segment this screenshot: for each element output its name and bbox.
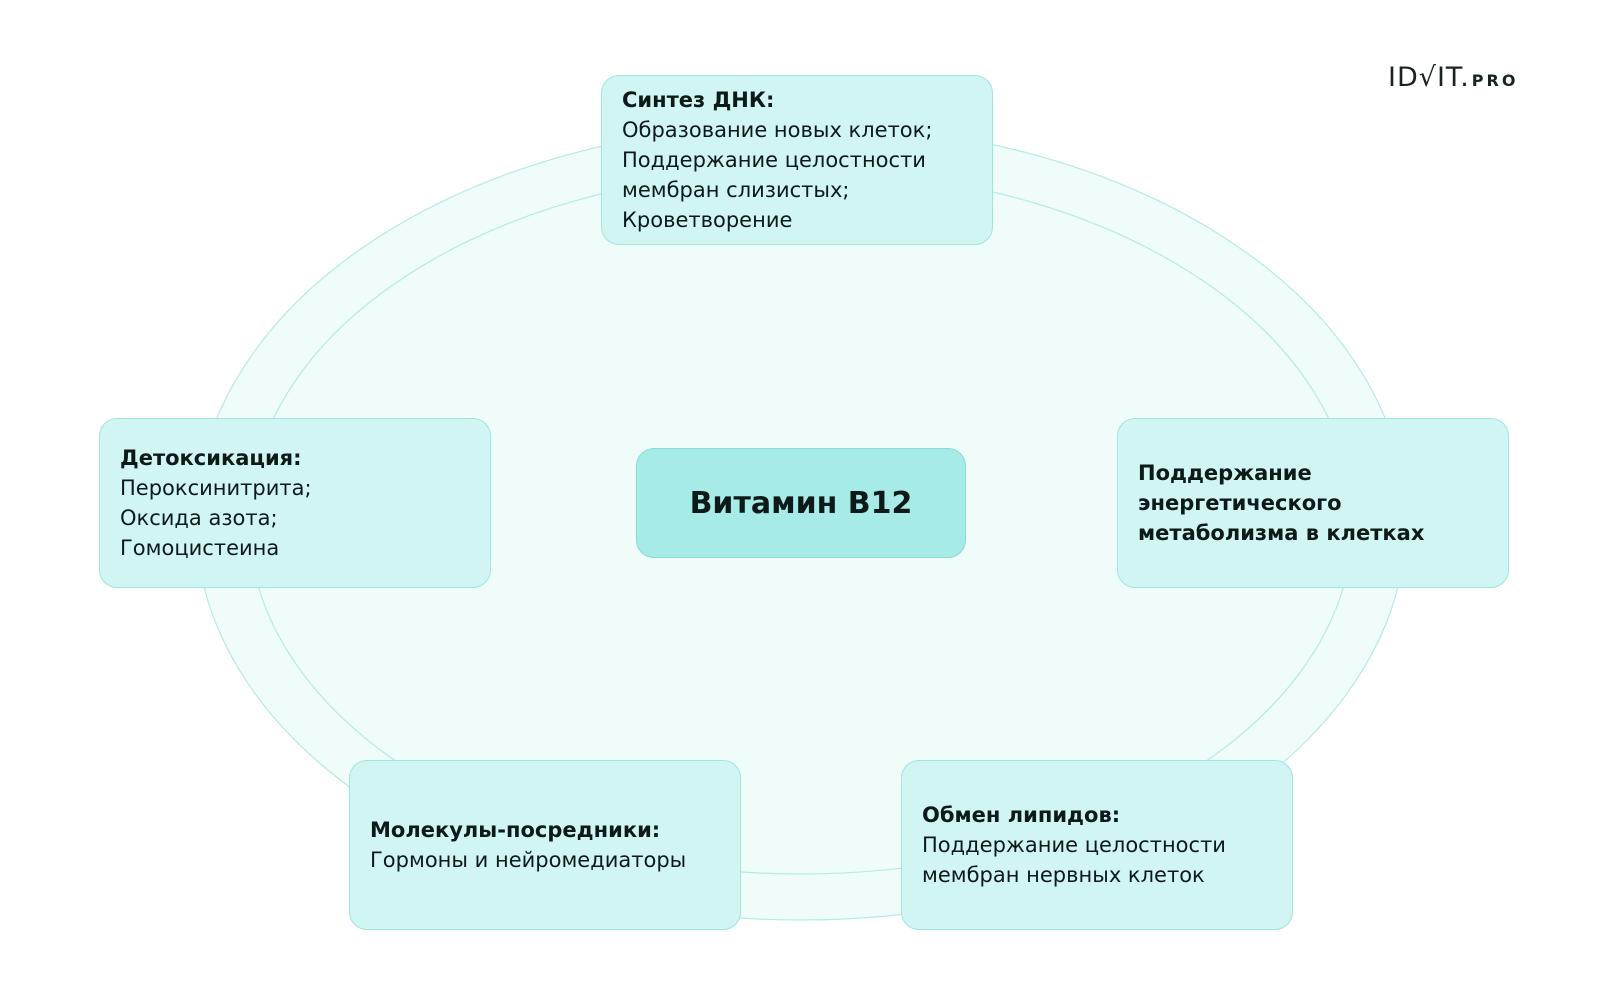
- node-energy-title: Поддержание энергетического метаболизма …: [1138, 461, 1425, 545]
- node-detox-line-2: Оксида азота;: [120, 506, 278, 530]
- node-mediators-line-1: Гормоны и нейромедиаторы: [370, 848, 687, 872]
- node-lipids-title: Обмен липидов:: [922, 803, 1121, 827]
- node-mediators-title: Молекулы-посредники:: [370, 818, 661, 842]
- node-lipids-line-2: мембран нервных клеток: [922, 863, 1205, 887]
- node-dna-title: Синтез ДНК:: [622, 88, 775, 112]
- node-lipid-metabolism: Обмен липидов: Поддержание целостности м…: [901, 760, 1293, 930]
- logo-suffix-text: PRO: [1471, 71, 1519, 90]
- brand-logo: ID√IT. PRO: [1388, 62, 1518, 96]
- node-dna-line-1: Образование новых клеток;: [622, 118, 933, 142]
- node-dna-line-4: Кроветворение: [622, 208, 793, 232]
- node-dna-synthesis: Синтез ДНК: Образование новых клеток; По…: [601, 75, 993, 245]
- center-node-vitamin-b12: Витамин B12: [636, 448, 966, 558]
- center-node-label: Витамин B12: [689, 485, 913, 521]
- node-dna-line-2: Поддержание целостности: [622, 148, 926, 172]
- logo-main-text: ID√IT.: [1388, 62, 1470, 93]
- node-detox-line-3: Гомоцистеина: [120, 536, 280, 560]
- node-detox-line-1: Пероксинитрита;: [120, 476, 312, 500]
- node-mediator-molecules: Молекулы-посредники: Гормоны и нейромеди…: [349, 760, 741, 930]
- node-detox-title: Детоксикация:: [120, 446, 302, 470]
- node-lipids-line-1: Поддержание целостности: [922, 833, 1226, 857]
- node-dna-line-3: мембран слизистых;: [622, 178, 850, 202]
- node-energy-metabolism: Поддержание энергетического метаболизма …: [1117, 418, 1509, 588]
- node-detoxification: Детоксикация: Пероксинитрита; Оксида азо…: [99, 418, 491, 588]
